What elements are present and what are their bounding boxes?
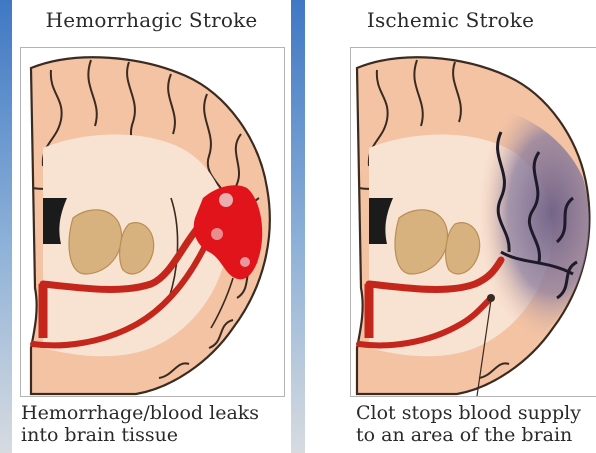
ischemic-brain-illustration (351, 48, 596, 396)
hemorrhagic-stroke-figure: Hemorrhagic Stroke (12, 0, 291, 453)
figure-title: Ischemic Stroke (305, 8, 596, 32)
ischemic-illustration-panel (350, 47, 596, 397)
figure-title: Hemorrhagic Stroke (12, 8, 291, 32)
ischemic-stroke-figure: Ischemic Stroke (305, 0, 596, 453)
hemorrhagic-brain-illustration (21, 48, 284, 396)
hemorrhagic-illustration-panel (20, 47, 285, 397)
figure-caption: Clot stops blood supply to an area of th… (356, 402, 581, 446)
figure-caption: Hemorrhage/blood leaks into brain tissue (21, 402, 259, 446)
